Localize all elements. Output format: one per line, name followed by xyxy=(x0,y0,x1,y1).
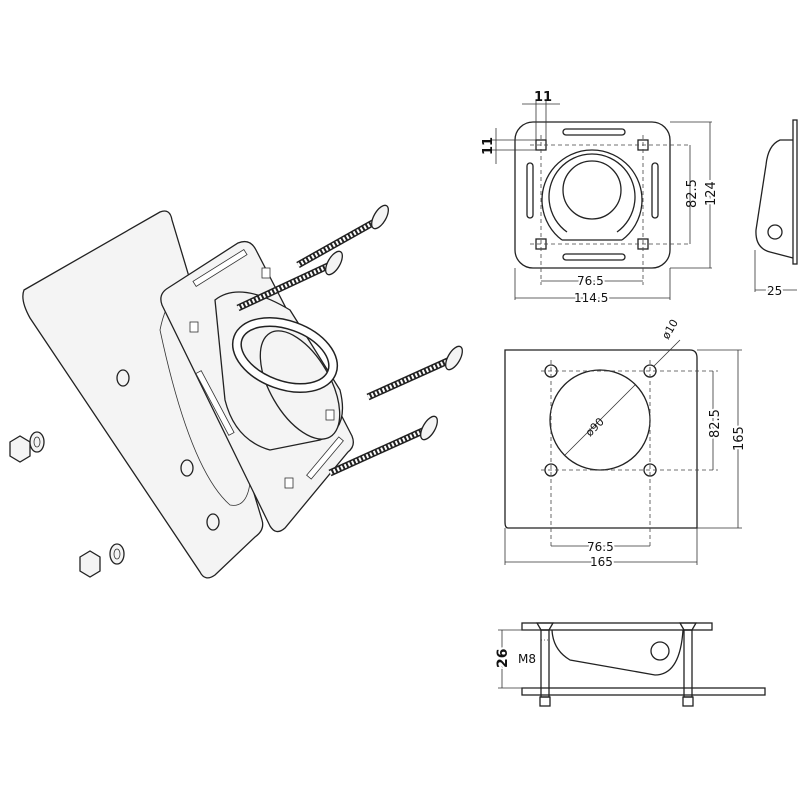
bolt xyxy=(535,622,555,707)
backing-plate-hole xyxy=(116,369,130,387)
dim-hole-diameter: ø10 xyxy=(659,317,681,341)
cutout-view: ø90 ø10 82.5 165 76.5 165 xyxy=(504,317,749,571)
d-ring-inner xyxy=(233,318,337,392)
dim-height: 124 xyxy=(704,181,719,206)
exploded-view xyxy=(9,204,463,579)
bolt xyxy=(366,345,463,401)
top-view: 11 11 82.5 124 76.5 114.5 xyxy=(481,90,721,307)
dim-width: 114.5 xyxy=(574,291,608,305)
dim-hole-spacing-h: 76.5 xyxy=(587,540,614,554)
side-view: 25 xyxy=(754,119,798,300)
section-view: 26 M8 xyxy=(493,622,766,707)
backing-plate xyxy=(22,210,264,579)
ring-plate-slots xyxy=(189,249,344,489)
dim-cutout-diameter: ø90 xyxy=(583,415,607,439)
dim-hole-spacing-v: 82.5 xyxy=(708,409,723,438)
bolt xyxy=(296,204,389,269)
dim-hole-spacing-h: 76.5 xyxy=(577,274,604,288)
bolt-size-label: M8 xyxy=(518,652,536,666)
dim-height: 165 xyxy=(732,426,747,451)
dim-width: 165 xyxy=(590,555,613,569)
nut-washer xyxy=(9,431,45,463)
bolt xyxy=(236,250,343,312)
dim-hole-size: 11 xyxy=(534,90,552,105)
dim-hole-spacing-v: 82.5 xyxy=(685,179,700,208)
backing-plate-hole xyxy=(206,513,220,531)
bolt xyxy=(678,622,698,707)
bolts xyxy=(236,204,463,477)
dim-hole-offset: 11 xyxy=(481,137,496,155)
backing-plate-hole xyxy=(180,459,194,477)
dim-depth: 25 xyxy=(767,284,782,298)
nut-washer xyxy=(79,543,125,578)
dim-thickness: 26 xyxy=(495,649,511,668)
bolt xyxy=(328,415,438,477)
